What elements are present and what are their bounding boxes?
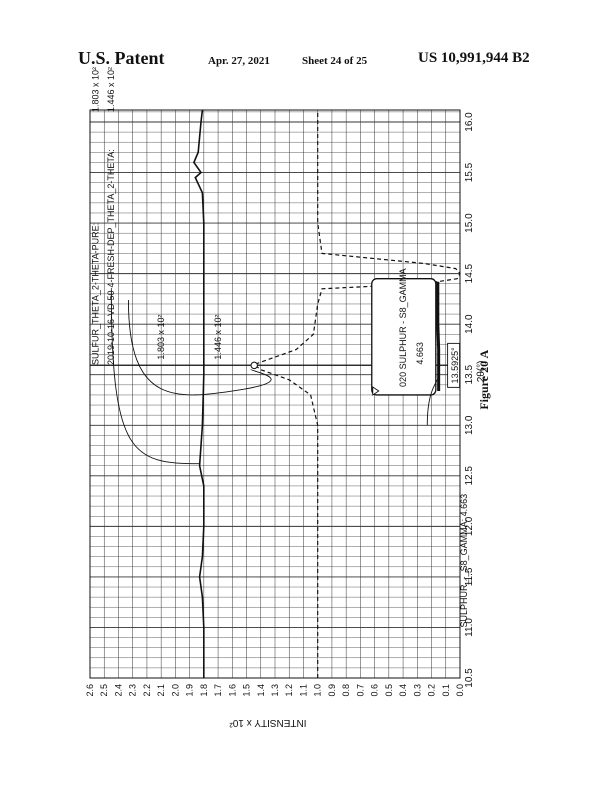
intensity-tick-label: 0.1 [441,684,451,697]
intensity-tick-label: 1.6 [227,684,237,697]
intensity-tick-labels: 0.0 0.1 0.2 0.3 0.4 0.5 0.6 0.7 0.8 0.9 1.0 1.1 1.2 1… [85,684,465,697]
two-theta-tick-label: 10.5 [464,668,475,688]
intensity-tick-label: 0.2 [427,684,437,697]
patent-header-number: US 10,991,944 B2 [418,50,530,66]
legend-title: SULFUR_THETA_2-THETA-PURE: [91,223,101,365]
intensity-tick-label: 2.6 [85,684,95,697]
plot-border [89,109,461,679]
two-theta-tick-label: 11.5 [464,567,475,586]
horizontal-grid [90,111,460,679]
intensity-tick-label: 1.5 [242,684,252,697]
two-theta-tick-label: 11.0 [464,618,475,637]
intensity-tick-label: 0.6 [370,684,380,697]
legend-leader-pure [110,289,200,465]
two-theta-tick-label: 14.0 [464,314,475,334]
series-fresh-line [252,110,461,678]
intensity-tick-label: 1.7 [213,684,223,697]
peak-box-value: 4.663 [415,342,425,365]
intensity-tick-label: 2.3 [128,684,138,697]
cursor-value-label: 13.5925° [450,347,460,384]
intensity-tick-label: 0.7 [355,684,365,697]
intensity-tick-label: 1.4 [256,684,266,697]
intensity-tick-label: 1.1 [298,684,308,697]
intensity-tick-label: 2.5 [99,684,109,697]
peak-label-pure: 1.803 x 10² [156,315,166,360]
intensity-tick-label: 1.3 [270,684,280,697]
two-theta-tick-label: 15.0 [464,213,475,233]
intensity-tick-label: 1.0 [313,684,323,697]
intensity-tick-label: 0.0 [455,684,465,697]
peak-marker [250,361,258,370]
intensity-tick-label: 0.9 [327,684,337,697]
intensity-tick-label: 2.0 [170,684,180,697]
series-lines [192,109,461,678]
two-theta-tick-labels: 10.5 11.0 11.5 12.0 12.5 13.0 13.5 14.0 14.5 15.0… [464,112,475,688]
two-theta-tick-label: 15.5 [464,162,475,182]
legend-entry: 2019-10-16-VD-50-4-FRESH-DEP_THETA_2-THE… [106,149,116,365]
y-axis-label: INTENSITY x 10² [229,717,307,728]
two-theta-tick-label: 14.5 [464,263,475,283]
intensity-tick-label: 1.9 [185,684,195,697]
two-theta-tick-label: 12.0 [464,516,475,536]
peak-box-arrow-icon [372,386,380,396]
series-pure-line [192,109,205,678]
intensity-tick-label: 2.1 [156,684,166,697]
two-theta-tick-label: 13.0 [464,415,475,435]
two-theta-tick-label: 12.5 [464,466,475,486]
intensity-tick-label: 2.4 [113,684,123,697]
peak-box-title: 020 SULPHUR - S8_GAMMA [398,268,408,387]
cursor-value-box [447,342,461,388]
patent-header-date: Apr. 27, 2021 [208,55,270,67]
intensity-tick-label: 0.3 [412,684,422,697]
two-theta-tick-label: 13.5 [464,365,475,385]
intensity-tick-label: 1.2 [284,684,294,697]
peak-box [371,278,437,396]
legend-title-value: 1.803 x 10² [91,67,101,112]
intensity-tick-label: 0.5 [384,684,394,697]
peak-label-fresh: 1.446 x 10² [213,315,223,360]
intensity-tick-label: 0.4 [398,684,408,697]
annotations [90,278,461,465]
x-axis-label: 2θ(°) [476,360,487,382]
patent-header-title: U.S. Patent [78,48,165,68]
patent-header-sheet: Sheet 24 of 25 [302,55,368,67]
intensity-tick-label: 1.8 [199,684,209,697]
reference-phase-label: SULPHUR_-_S8_GAMMA: 4.663 [459,494,469,628]
two-theta-tick-label: 16.0 [464,112,475,132]
peak-box-edge-bold [436,281,441,391]
reference-arrow [426,377,440,426]
legend-leader-fresh [127,299,272,396]
intensity-tick-label: 2.2 [142,684,152,697]
figure-label: Figure 20 A [477,350,491,410]
intensity-tick-label: 0.8 [341,684,351,697]
legend-entry-value: 1.446 x 10² [106,67,116,112]
